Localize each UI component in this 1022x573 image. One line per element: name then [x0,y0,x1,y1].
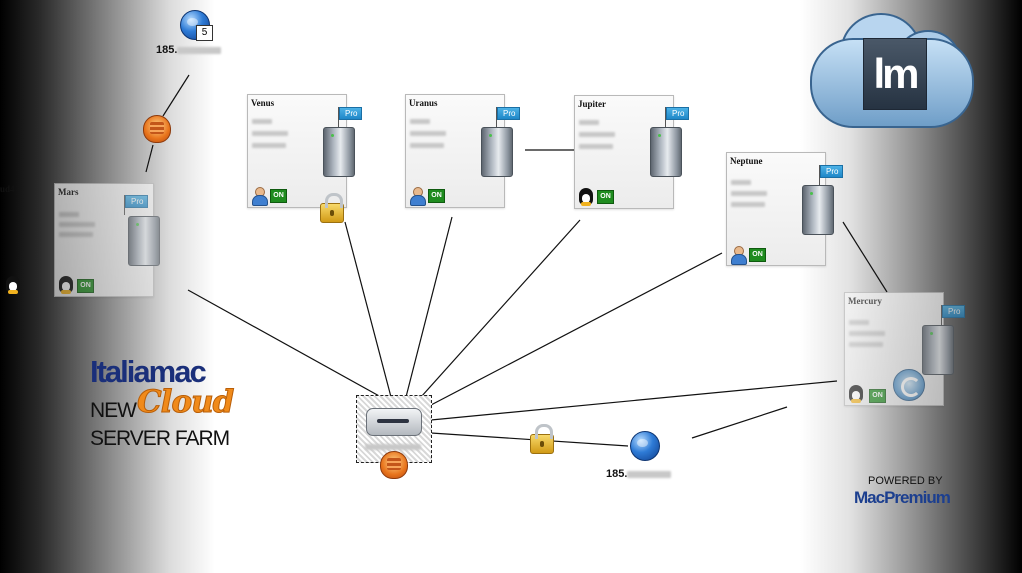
lock-icon [530,424,554,454]
server-name: Jupiter [578,99,606,109]
server-icon [323,127,355,177]
user-icon [409,187,426,206]
brand-italiamac: Italiamac [90,354,207,389]
link-router-globe [430,432,629,447]
server-icon [802,185,834,235]
firewall-icon[interactable] [143,115,171,143]
server-name: Mercury [848,296,882,306]
link-neptune-mercury [842,221,888,293]
status-badge: ON [428,189,445,203]
server-name: Uranus [409,98,438,108]
macpremium-logo: MacPremium [854,488,951,507]
link-mercury-router [430,380,838,421]
link-uranus-router [405,216,453,398]
linux-icon [579,188,593,206]
pro-flag: Pro [820,165,844,178]
server-card-neptune[interactable]: Neptune Pro ON [726,152,844,266]
server-card-jupiter[interactable]: Jupiter Pro ON [574,95,690,209]
user-icon [251,187,268,206]
firewall-icon[interactable] [380,451,408,479]
server-name: Neptune [730,156,763,166]
pro-flag: Pro [942,305,966,318]
server-icon [922,325,954,375]
server-icon [650,127,682,177]
server-card-uranus[interactable]: Uranus Pro ON [405,94,521,208]
status-badge: ON [869,389,886,403]
logo-text: lm [863,38,927,110]
server-name: Mars [58,187,79,197]
server-card-mercury[interactable]: Mercury Pro ON [844,292,966,406]
partial-card-title: ud4 [0,184,15,194]
status-badge: ON [77,279,94,293]
pro-flag: Pro [125,195,149,208]
ip-address-bottom: 185. [606,468,672,480]
sync-icon [893,369,925,401]
powered-by-label: POWERED BY [868,475,943,487]
brand-server-farm: SERVER FARM [90,427,230,450]
ip-address-top: 185. [156,44,222,56]
server-card-venus[interactable]: Venus Pro ON [247,94,363,208]
lock-icon [320,193,344,223]
link-globe-right [691,406,788,439]
status-badge: ON [749,248,766,262]
server-name: Venus [251,98,275,108]
user-icon [730,246,747,265]
link-firewall-mars [145,144,154,173]
router-node[interactable] [356,395,432,463]
pro-flag: Pro [339,107,363,120]
brand-new: NEW [90,399,137,422]
pro-flag: Pro [666,107,690,120]
status-badge: ON [597,190,614,204]
brand-cloud: Cloud [136,384,234,421]
link-jupiter-router [420,219,581,398]
router-icon [366,408,422,436]
cloud-logo: lm [810,8,975,128]
linux-icon [59,276,73,294]
link-neptune-router [430,252,723,406]
server-card-mars[interactable]: Mars Pro ON [54,183,160,297]
connection-count-badge: 5 [196,25,213,41]
linux-icon [849,385,863,403]
server-icon [128,216,160,266]
linux-icon [6,276,20,294]
server-icon [481,127,513,177]
link-globe-firewall [162,74,190,117]
pro-flag: Pro [497,107,521,120]
link-venus-router [344,221,392,398]
status-badge: ON [270,189,287,203]
globe-icon[interactable] [630,431,660,461]
link-mars-router [187,289,382,398]
